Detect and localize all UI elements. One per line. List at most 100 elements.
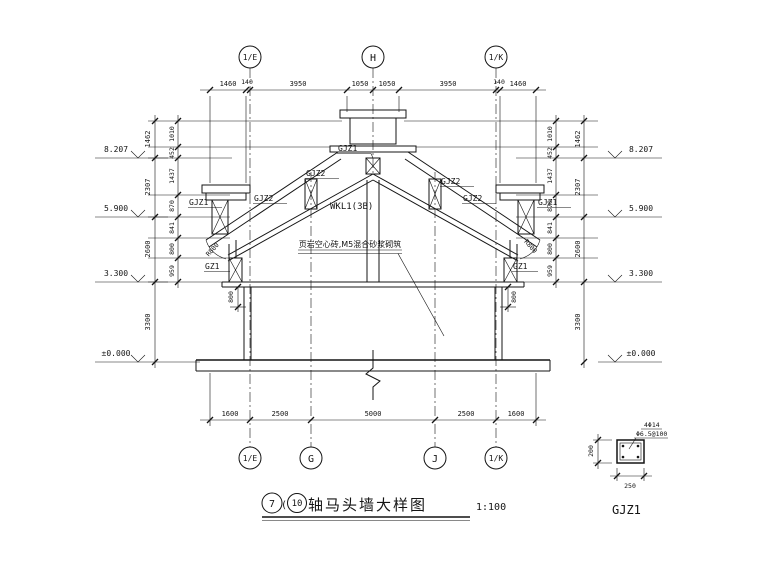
slope-column-label: GJZ2 [254, 194, 273, 203]
dim-text: 140 [241, 78, 253, 86]
slope-column-right [428, 178, 442, 210]
axis-label: J [432, 454, 438, 465]
dim-text: 452 [168, 147, 176, 159]
dim-text: 452 [546, 147, 554, 159]
dim-text: 1600 [508, 410, 525, 418]
axis-bubble [238, 446, 262, 470]
axis-bubble [238, 45, 262, 69]
axis-label: 1/K [489, 53, 504, 62]
slope-column-label: GJZ2 [463, 194, 482, 203]
right-dimension-lines: 1010 452 1437 870 841 800 959 1462 2307 … [404, 115, 598, 368]
elevation-text: 8.207 [104, 145, 128, 154]
wall-dim-left: 800 [227, 283, 246, 312]
ridge-column-label: GJZ1 [338, 144, 357, 153]
dim-text: 2307 [574, 179, 582, 196]
dim-text: 1437 [168, 168, 176, 184]
axis-bubble [423, 446, 447, 470]
dim-text: 800 [510, 291, 518, 303]
dim-text: 841 [546, 222, 554, 234]
elevation-text: ±0.000 [627, 349, 656, 358]
dim-text: 200 [587, 445, 595, 457]
top-dimension-chain: 1460 140 3950 1050 1050 3950 140 1460 [200, 78, 546, 183]
axis-label: 1/E [243, 53, 258, 62]
left-dimension-lines: 1462 2307 2600 3300 1010 452 1437 870 84… [144, 115, 342, 368]
dim-text: 2600 [574, 241, 582, 258]
title-text: 轴马头墙大样图 [308, 496, 427, 514]
masonry-note: 页岩空心砖,M5混合砂浆砌筑 [299, 239, 402, 249]
slope-column-label: GJZ2 [441, 177, 460, 186]
ridge-stack [349, 117, 397, 145]
dim-text: 3950 [290, 80, 307, 88]
dim-text: 2500 [458, 410, 475, 418]
dim-text: 3300 [574, 314, 582, 331]
dim-text: 870 [168, 200, 176, 212]
rebar-stirrup-label: Φ6.5@100 [636, 430, 667, 438]
bottom-axis-bubbles: 1/E G J 1/K [238, 446, 508, 470]
elevation-text: ±0.000 [102, 349, 131, 358]
dim-text: 1462 [144, 131, 152, 148]
dim-text: 1050 [379, 80, 396, 88]
dim-text: 250 [624, 482, 636, 490]
dim-text: 5000 [365, 410, 382, 418]
drawing-title: 7 ( 10 轴马头墙大样图 1:100 [261, 492, 506, 521]
elevation-markers-left: 8.207 5.900 3.300 ±0.000 [95, 145, 200, 363]
dim-text: 3300 [144, 314, 152, 331]
axis-bubble [484, 45, 508, 69]
wall-dim-right: 800 [500, 283, 518, 312]
gz-column-label: GZ1 [513, 262, 528, 271]
title-scale: 1:100 [476, 502, 506, 513]
dim-text: 1460 [510, 80, 527, 88]
title-axis-bubble [287, 493, 307, 513]
title-axis-from: 7 [269, 499, 275, 510]
title-bracket: ( [281, 500, 287, 511]
axis-label: 1/E [243, 454, 258, 463]
dim-text: 959 [546, 265, 554, 277]
dim-text: 1050 [352, 80, 369, 88]
elevation-text: 8.207 [629, 145, 653, 154]
dim-text: 2307 [144, 179, 152, 196]
elevation-markers-right: 8.207 5.900 3.300 ±0.000 [598, 145, 662, 363]
dim-text: 2600 [144, 241, 152, 258]
dim-text: 1460 [220, 80, 237, 88]
title-axis-bubble [261, 492, 283, 514]
top-axis-bubbles: 1/E H 1/K [238, 45, 508, 69]
slope-column-label: GJZ2 [306, 169, 325, 178]
elevation-text: 5.900 [104, 204, 128, 213]
elevation-text: 5.900 [629, 204, 653, 213]
axis-label: H [370, 53, 376, 64]
rebar-main-label: 4Φ14 [644, 421, 660, 429]
eave-column-label: GJZ1 [538, 198, 557, 207]
dim-text: 3950 [440, 80, 457, 88]
break-symbol [365, 350, 381, 400]
dim-text: 140 [493, 78, 505, 86]
dim-text: 1437 [546, 168, 554, 184]
title-axis-to: 10 [292, 499, 303, 509]
dim-text: 800 [546, 243, 554, 255]
annotations: GJZ1 GJZ2 GJZ2 GJZ2 GJZ2 GJZ1 GJZ1 GZ1 G… [188, 144, 571, 337]
dim-text: 870 [546, 200, 554, 212]
dim-text: 841 [168, 222, 176, 234]
elevation-text: 3.300 [104, 269, 128, 278]
eave-left [201, 184, 251, 260]
dim-text: 1600 [222, 410, 239, 418]
eave-curve [519, 239, 541, 260]
beam-label: WKL1(3B) [330, 202, 373, 212]
axis-bubble [299, 446, 323, 470]
bottom-dimension-chain: 1600 2500 5000 2500 1600 [200, 373, 546, 426]
gjz1-section-detail: 4Φ14 Φ6.5@100 250 200 GJZ1 [587, 421, 668, 517]
radius-label: R800 [522, 238, 538, 255]
dim-text: 959 [168, 265, 176, 277]
axis-bubble [484, 446, 508, 470]
ridge-beam [329, 145, 417, 153]
dim-text: 800 [227, 291, 235, 303]
dim-text: 2500 [272, 410, 289, 418]
axis-label: G [308, 454, 314, 465]
dim-text: 800 [168, 243, 176, 255]
axis-label: 1/K [489, 454, 504, 463]
note-leader [397, 253, 445, 337]
eave-curve [205, 239, 227, 260]
dim-text: 1010 [168, 126, 176, 142]
elevation-text: 3.300 [629, 269, 653, 278]
